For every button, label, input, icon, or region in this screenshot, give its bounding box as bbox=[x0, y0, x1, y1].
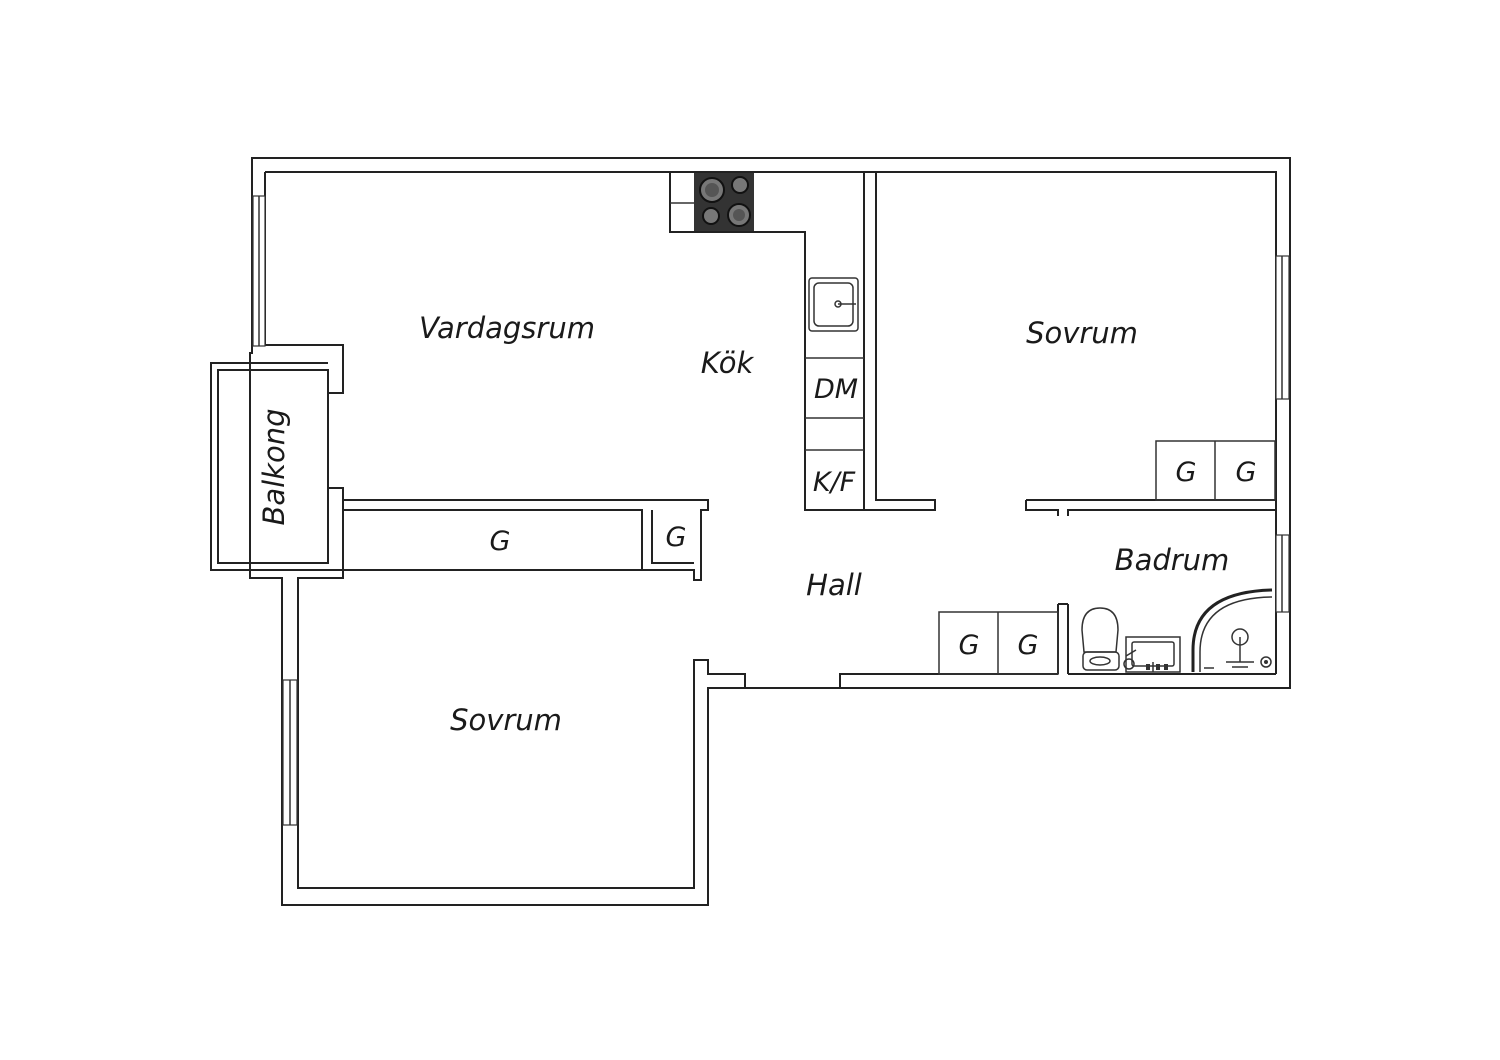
label-g-sovrum-1: G bbox=[1176, 457, 1197, 488]
label-kf: K/F bbox=[813, 467, 856, 498]
fixture-labels: DM K/F G G G G G G bbox=[490, 374, 1257, 661]
balcony bbox=[210, 362, 344, 571]
label-g-strip: G bbox=[490, 526, 511, 557]
label-g-sovrum-2: G bbox=[1236, 457, 1257, 488]
shower-icon bbox=[1191, 588, 1273, 672]
label-g-hall-2: G bbox=[1018, 630, 1039, 661]
kitchen-fixtures bbox=[670, 173, 864, 451]
room-label-sovrum-bottom: Sovrum bbox=[450, 703, 562, 737]
bathroom-fixtures bbox=[1081, 588, 1273, 673]
room-label-sovrum-right: Sovrum bbox=[1026, 316, 1138, 350]
label-g-hall-1: G bbox=[959, 630, 980, 661]
room-label-vardagsrum: Vardagsrum bbox=[419, 311, 595, 345]
windows bbox=[252, 195, 1290, 826]
room-label-hall: Hall bbox=[806, 568, 862, 602]
toilet-icon bbox=[1081, 607, 1137, 671]
room-labels: Vardagsrum Kök Sovrum Hall Badrum Sovrum… bbox=[257, 311, 1229, 737]
room-label-badrum: Badrum bbox=[1115, 543, 1230, 577]
washbasin-icon bbox=[1125, 636, 1181, 673]
room-label-balkong: Balkong bbox=[257, 408, 291, 525]
outer-walls bbox=[249, 157, 1291, 906]
label-dm: DM bbox=[814, 374, 858, 405]
wardrobes bbox=[938, 440, 1276, 675]
sink-icon bbox=[808, 277, 859, 332]
room-label-kok: Kök bbox=[701, 346, 755, 380]
label-g-small: G bbox=[666, 522, 687, 553]
